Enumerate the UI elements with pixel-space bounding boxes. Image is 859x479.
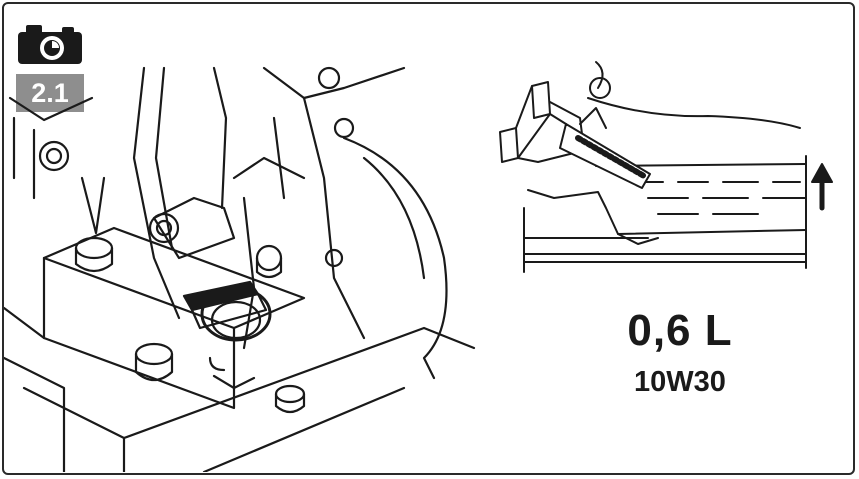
camera-icon xyxy=(18,25,82,64)
dipstick-detail xyxy=(499,61,833,273)
oil-capacity: 0,6 L xyxy=(627,306,733,355)
oil-grade: 10W30 xyxy=(634,366,726,398)
engine-drawing xyxy=(4,66,476,472)
arrow-up-icon xyxy=(814,160,838,210)
